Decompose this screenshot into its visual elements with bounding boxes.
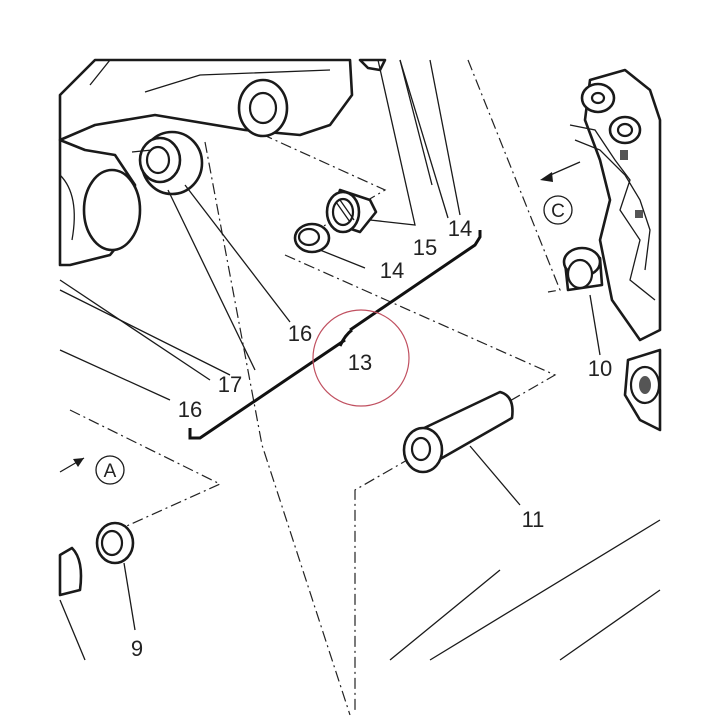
bracket-13-brace (188, 230, 482, 440)
callout-14-upper: 14 (448, 216, 472, 241)
housing-boss-bore (248, 91, 278, 125)
frame-bracket-body (583, 68, 662, 342)
view-marker-c: C (540, 161, 581, 225)
leader-14-upper (399, 59, 449, 219)
housing-pivot-boss (82, 168, 142, 252)
frame-bracket-mid-hole (616, 122, 634, 138)
bracket-13-tip (338, 328, 353, 347)
frame-bracket-upper-hole (590, 91, 606, 105)
housing-edge-lines (89, 59, 331, 93)
housing-side-lines (59, 289, 231, 401)
housing-contour (59, 174, 75, 241)
seal-14-lower (293, 222, 331, 254)
swingarm-housing (58, 58, 354, 401)
frame-bracket (569, 68, 662, 432)
callout-14-lower: 14 (380, 258, 404, 283)
leader-9 (123, 562, 136, 631)
collar-10 (562, 246, 604, 292)
frame-bracket-cable-2 (574, 139, 651, 271)
seal-14-upper-body (358, 58, 387, 72)
sleeve-11 (402, 390, 514, 474)
outline-lines (389, 59, 661, 661)
bushing-9 (58, 521, 135, 661)
leader-lines (59, 59, 601, 631)
frame-bracket-lower-core (639, 376, 651, 394)
frame-bracket-cable (569, 124, 656, 301)
callout-17: 17 (218, 372, 242, 397)
leader-16-upper (184, 184, 291, 323)
center-line-mid (284, 254, 557, 710)
callout-13: 13 (348, 350, 372, 375)
needle-bearing-15 (325, 188, 378, 234)
callout-11: 11 (522, 507, 545, 532)
pivot-boss-line (59, 599, 86, 661)
view-a-circle (95, 455, 125, 485)
bearing-17-bore (145, 145, 171, 175)
leader-14-lower (319, 249, 366, 269)
view-c-circle (543, 195, 573, 225)
pivot-boss-left (58, 546, 83, 597)
callout-15: 15 (413, 235, 437, 260)
view-c-arrow-shaft (547, 161, 581, 177)
view-c-label: C (551, 201, 565, 222)
callout-16-upper: 16 (288, 321, 312, 346)
sleeve-11-bore (410, 436, 432, 462)
bearing-17-axis (131, 149, 153, 153)
bearing-17 (131, 130, 204, 196)
view-a-label: A (104, 461, 117, 482)
seal-14-upper (358, 58, 387, 72)
seal-14-bore (297, 227, 321, 247)
highlight-circle (312, 309, 410, 407)
frame-bracket-clip-2 (635, 210, 643, 218)
callout-10: 10 (588, 356, 612, 381)
center-line-diagonal (204, 141, 351, 716)
housing-upper-body (58, 58, 354, 142)
callout-16-lower: 16 (178, 397, 202, 422)
bushing-9-bore (100, 529, 124, 557)
leader-17 (167, 189, 256, 371)
center-line-left (69, 409, 222, 539)
leader-15 (369, 59, 416, 226)
needle-bearing-rollers (335, 199, 355, 223)
center-line-right (467, 59, 561, 293)
leader-10 (589, 294, 601, 356)
sleeve-11-body (418, 390, 514, 464)
collar-10-face (566, 258, 594, 290)
view-marker-a: A (59, 455, 125, 485)
callout-9: 9 (131, 636, 143, 661)
leader-16-lower (59, 279, 211, 381)
view-c-arrowhead (540, 172, 553, 182)
frame-bracket-clip (620, 150, 628, 160)
view-a-arrowhead (73, 458, 84, 467)
leader-11 (469, 445, 521, 506)
